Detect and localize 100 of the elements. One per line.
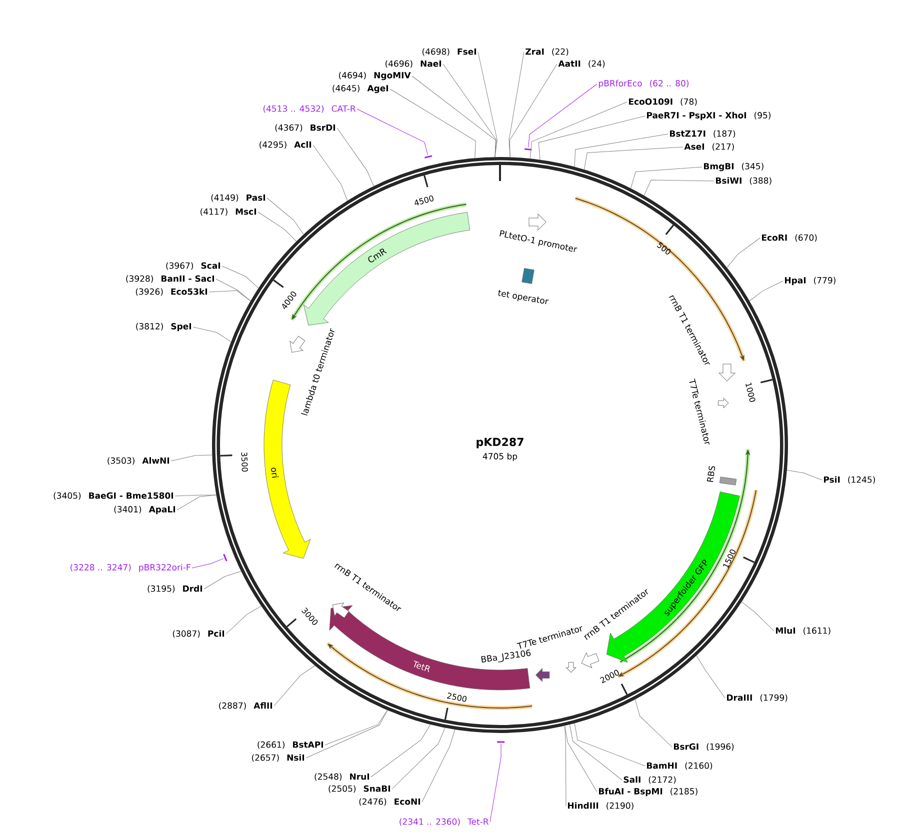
restriction-site-label: PsiI (1245) [824, 476, 875, 484]
leader-line [192, 326, 232, 342]
primer-label: (3228 .. 3247) pBR322ori-F [70, 564, 190, 572]
leader-line [306, 710, 388, 758]
leader-line [644, 180, 714, 196]
restriction-site-label: BsiWI (388) [716, 177, 772, 185]
leader-line [216, 278, 251, 302]
restriction-site-label: AseI (217) [684, 143, 734, 151]
restriction-site-label: (3401) ApaLI [114, 506, 176, 514]
leader-line [170, 454, 212, 462]
restriction-site-label: (4694) NgoMIV [339, 72, 411, 80]
tick-label: 1000 [746, 382, 756, 402]
node-label: tet operator [498, 290, 549, 304]
restriction-site-label: (4295) AclI [260, 141, 312, 149]
leader-line [574, 722, 646, 766]
restriction-site-label: (2887) AflII [219, 702, 272, 710]
restriction-site-label: DraIII (1799) [727, 694, 788, 702]
tick-label: 1500 [723, 549, 736, 568]
restriction-site-label: (4645) AgeI [332, 84, 388, 94]
leader-line [312, 144, 348, 201]
leader-line [370, 724, 431, 778]
tick-label: 500 [656, 242, 671, 254]
leader-line [634, 699, 672, 748]
restriction-site-label: BsrGI (1996) [674, 743, 734, 751]
restriction-site-label: (3087) PciI [172, 630, 224, 638]
leader-line [528, 84, 598, 148]
leader-line [258, 212, 297, 242]
leader-line [530, 102, 628, 159]
restriction-site-label: BstZ17I (187) [670, 130, 736, 138]
leader-line [741, 602, 774, 632]
restriction-site-label: (4698) FseI [422, 48, 476, 56]
leader-line [266, 198, 304, 235]
restriction-site-label: (2476) EcoNI [359, 798, 420, 806]
leader-line [569, 724, 622, 780]
restriction-site-label: (2661) BstAPI [258, 741, 324, 749]
restriction-site-label: BmgBI (345) [704, 162, 764, 172]
restriction-site-label: EcoO109I (78) [629, 98, 697, 106]
rbs-feature: RBS [706, 466, 737, 486]
restriction-site-label: (3405) BaeGI - Bme1580I [54, 492, 174, 500]
restriction-site-label: (3195) DrdI [148, 585, 202, 593]
restriction-site-label: HindIII (2190) [568, 802, 634, 810]
restriction-site-label: MluI (1611) [776, 627, 830, 635]
restriction-site-label: (2657) NsiI [252, 754, 304, 762]
restriction-site-label: (3812) SpeI [136, 322, 192, 332]
leader-line [696, 655, 726, 698]
restriction-site-label: (4149) PasI [211, 194, 266, 202]
leader-line [208, 290, 251, 302]
primer-label: (2341 .. 2360) Tet-R [400, 818, 489, 826]
leader-line [478, 52, 498, 158]
restriction-site-label: BamHI (2160) [647, 762, 712, 770]
leader-line [538, 116, 646, 160]
leader-line [412, 76, 496, 158]
leader-line [786, 470, 822, 480]
leader-line [749, 280, 784, 302]
restriction-site-label: (3503) AlwNI [108, 457, 170, 465]
leader-line [490, 744, 502, 822]
restriction-site-label: (3928) BanII - SacI [126, 275, 214, 283]
primer-label: pBRforEco (62 .. 80) [598, 80, 688, 88]
operator-feature: tet operator [498, 268, 549, 304]
leader-line [222, 266, 259, 288]
leader-line [390, 88, 476, 158]
leader-line [392, 727, 446, 790]
restriction-site-label: ZraI (22) [526, 48, 568, 56]
node-label: PLtetO-1 promoter [500, 230, 578, 252]
leader-line [630, 166, 702, 189]
plasmid-size: 4705 bp [482, 452, 518, 462]
restriction-site-label: SalI (2172) [624, 776, 676, 784]
leader-line [726, 238, 760, 268]
leader-line [356, 108, 428, 156]
restriction-site-label: (2505) SnaBI [328, 785, 390, 793]
restriction-site-label: (2548) NruI [314, 773, 370, 781]
leader-line [584, 146, 684, 170]
restriction-site-label: EcoRI (670) [762, 234, 817, 242]
gene-feature: CmR [303, 212, 470, 326]
leader-line [192, 558, 224, 568]
restriction-site-label: (4117) MscI [200, 208, 256, 216]
plasmid-name: pKD287 [476, 438, 524, 448]
primer-label: (4513 .. 4532) CAT-R [263, 105, 356, 113]
leader-line [510, 64, 558, 158]
restriction-site-label: BfuAI - BspMI (2185) [599, 788, 698, 796]
leader-line [564, 725, 566, 806]
node-label: RBS [706, 466, 716, 482]
restriction-site-label: (3926) Eco53kI [136, 288, 208, 296]
restriction-site-label: (4367) BsrDI [275, 124, 336, 132]
leader-line [204, 571, 242, 590]
restriction-site-label: (4696) NaeI [386, 60, 442, 68]
restriction-site-label: PaeR7I - PspXI - XhoI (95) [647, 112, 770, 120]
terminator-feature: PLtetO-1 promoter [500, 214, 578, 252]
leader-line [564, 725, 598, 792]
restriction-site-label: HpaI (779) [785, 276, 836, 286]
leader-line [174, 494, 217, 496]
leader-line [274, 665, 316, 706]
leader-line [336, 128, 374, 186]
restriction-site-label: (3967) ScaI [166, 262, 220, 270]
tick-label: 3500 [241, 452, 248, 472]
restriction-site-label: AatII (24) [558, 60, 605, 68]
node-label: BBa_J23106 [481, 650, 531, 663]
leader-line [324, 710, 388, 746]
leader-line [574, 134, 668, 168]
leader-line [226, 606, 262, 634]
